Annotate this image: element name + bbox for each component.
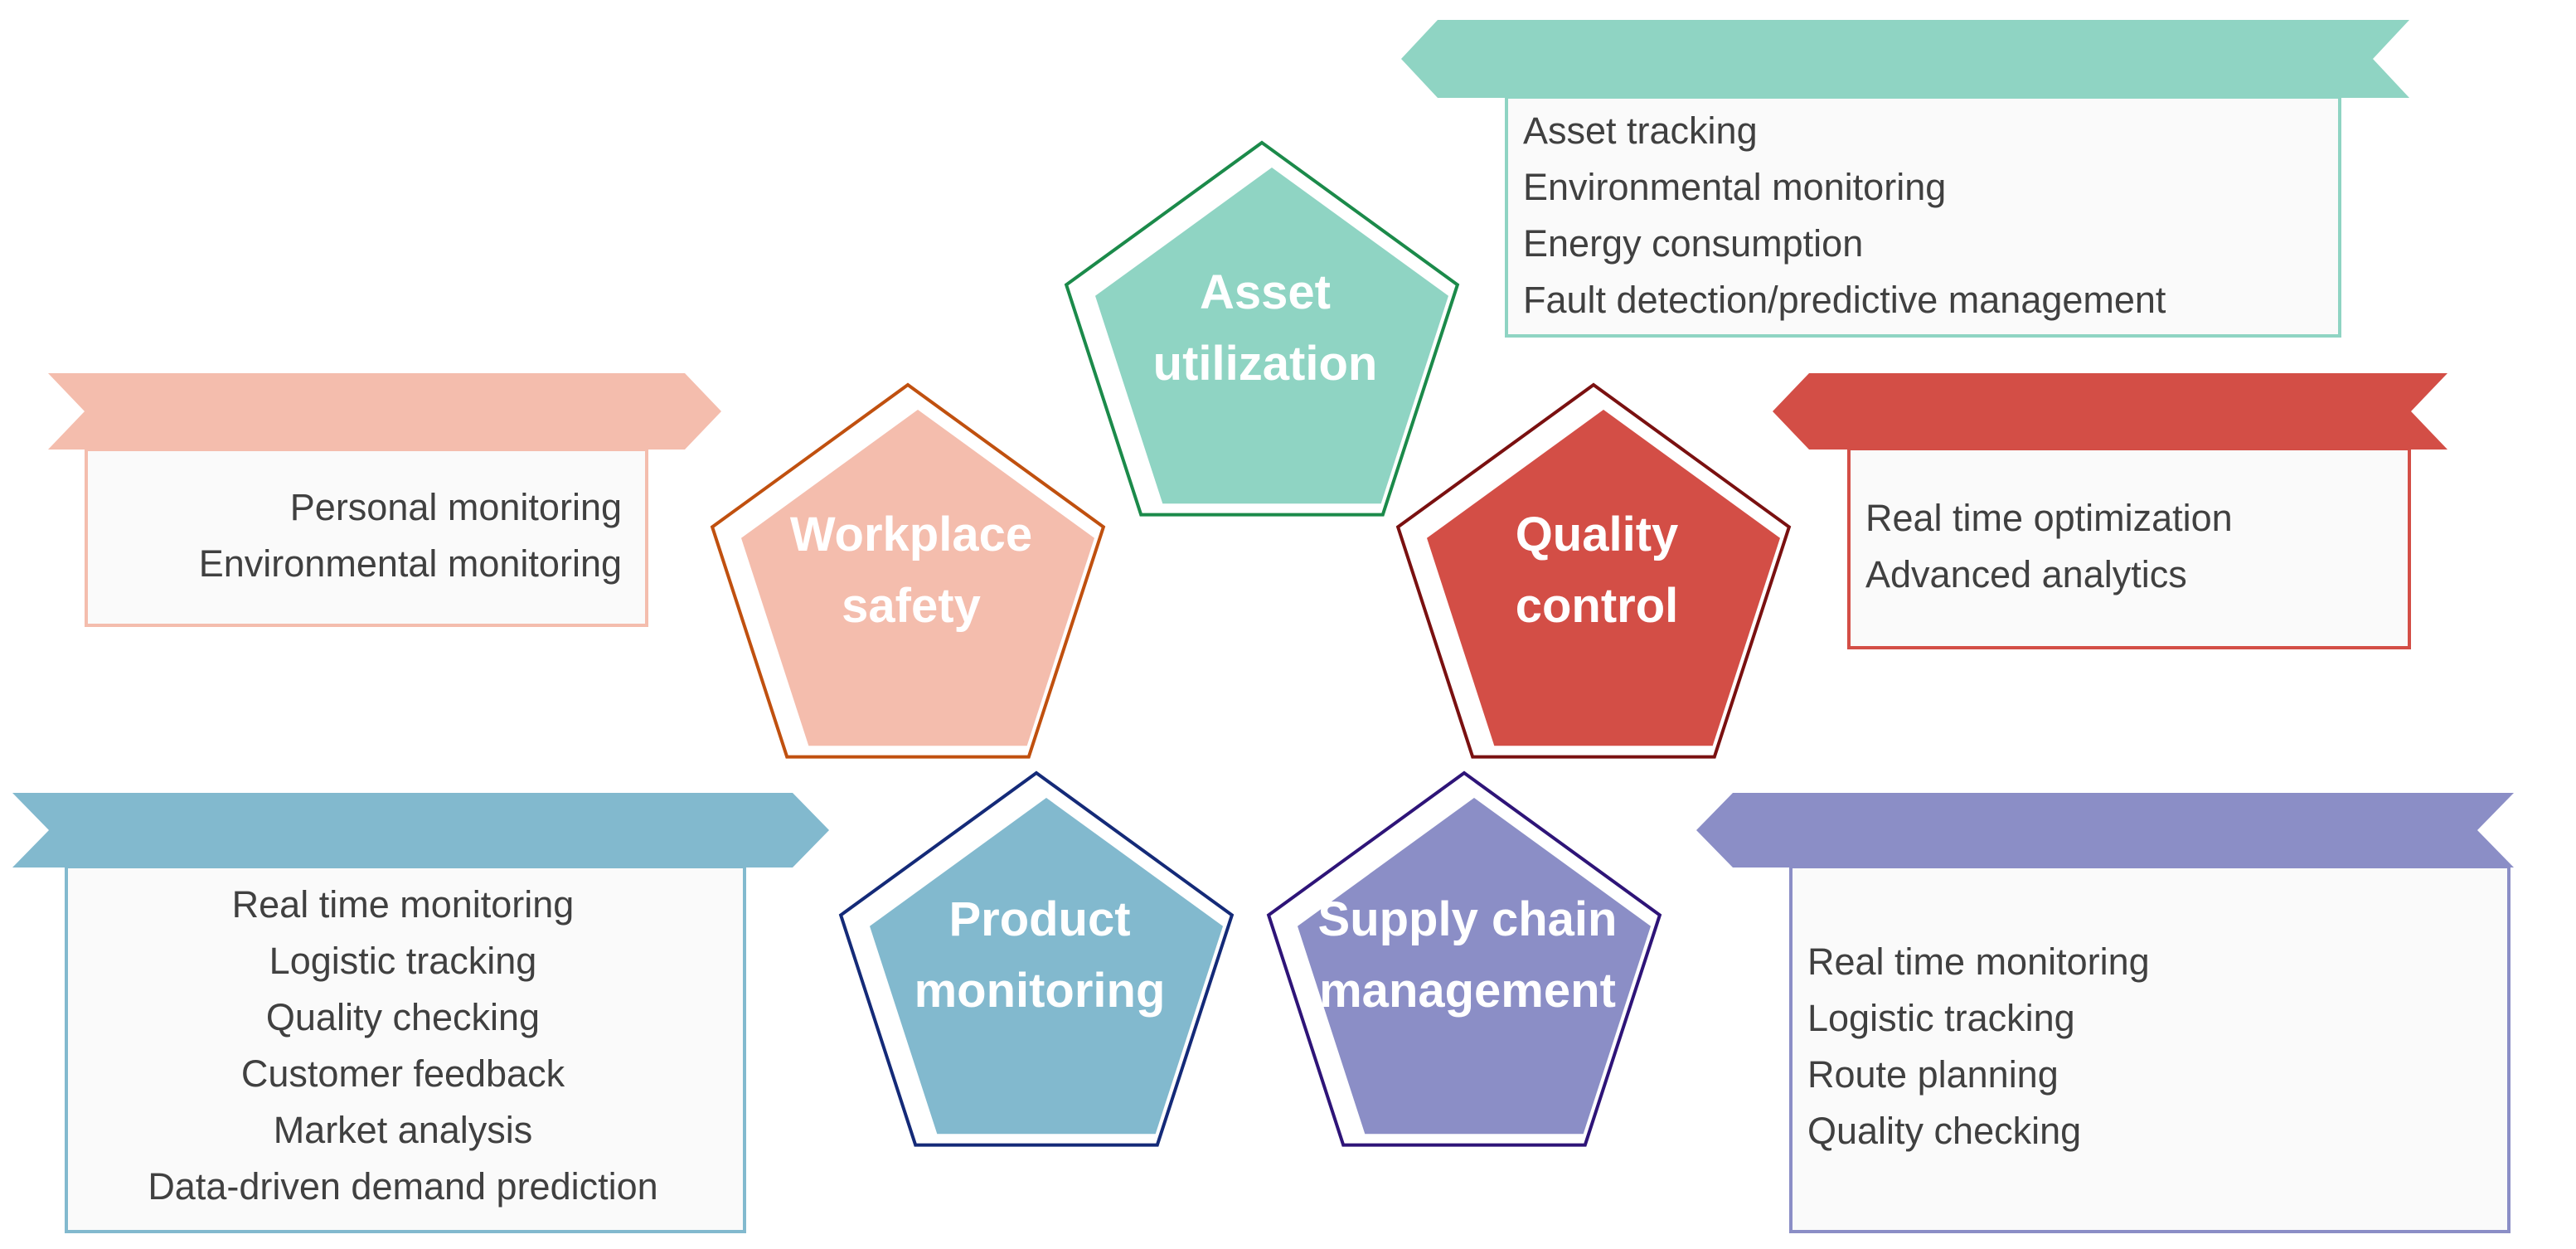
banners-layer: [12, 20, 2514, 867]
asset-utilization-pentagon: [1095, 168, 1448, 504]
supply-chain-management-items-box: [1789, 865, 2511, 1233]
quality-control-banner: [1773, 373, 2447, 450]
workplace-safety-items-box: [85, 448, 648, 627]
product-monitoring-item: Customer feedback: [241, 1052, 565, 1095]
asset-utilization-items-box: [1505, 95, 2341, 338]
quality-control-title: control: [1516, 579, 1679, 633]
supply-chain-management-item: Quality checking: [1807, 1110, 2081, 1152]
quality-control-item: Advanced analytics: [1865, 553, 2187, 595]
product-monitoring-pentagon: [870, 798, 1223, 1135]
asset-utilization-item: Energy consumption: [1523, 222, 1863, 265]
quality-control-title: Quality: [1516, 508, 1679, 561]
workplace-safety-pentagon: [741, 410, 1094, 746]
quality-control-item: Real time optimization: [1865, 497, 2233, 539]
product-monitoring-title: Product: [948, 892, 1130, 946]
quality-control-pentagon: [1427, 410, 1780, 746]
asset-utilization-item: Fault detection/predictive management: [1523, 279, 2166, 321]
asset-utilization-title: Asset: [1200, 265, 1331, 319]
product-monitoring-title: monitoring: [914, 964, 1166, 1018]
product-monitoring-items-box: [65, 865, 746, 1233]
supply-chain-management-pentagon: [1298, 798, 1651, 1135]
supply-chain-management-banner: [1696, 793, 2514, 867]
quality-control-items-box: [1847, 447, 2411, 649]
product-monitoring-item: Logistic tracking: [269, 940, 537, 982]
asset-utilization-item: Asset tracking: [1523, 109, 1758, 152]
product-monitoring-item: Real time monitoring: [232, 883, 575, 926]
asset-utilization-item: Environmental monitoring: [1523, 166, 1946, 208]
workplace-safety-title: safety: [842, 579, 981, 633]
workplace-safety-item: Personal monitoring: [290, 486, 622, 528]
asset-utilization-title: utilization: [1153, 337, 1378, 391]
workplace-safety-title: Workplace: [790, 508, 1032, 561]
supply-chain-management-title: Supply chain: [1318, 892, 1618, 946]
workplace-safety-item: Environmental monitoring: [199, 542, 622, 585]
asset-utilization-banner: [1401, 20, 2409, 98]
product-monitoring-item: Quality checking: [266, 996, 540, 1038]
supply-chain-management-title: management: [1319, 964, 1616, 1018]
supply-chain-management-item: Logistic tracking: [1807, 997, 2075, 1039]
product-monitoring-item: Market analysis: [274, 1109, 533, 1151]
product-monitoring-item: Data-driven demand prediction: [148, 1165, 657, 1208]
supply-chain-management-item: Route planning: [1807, 1053, 2059, 1096]
workplace-safety-banner: [48, 373, 721, 450]
supply-chain-management-item: Real time monitoring: [1807, 940, 2150, 983]
product-monitoring-banner: [12, 793, 829, 867]
